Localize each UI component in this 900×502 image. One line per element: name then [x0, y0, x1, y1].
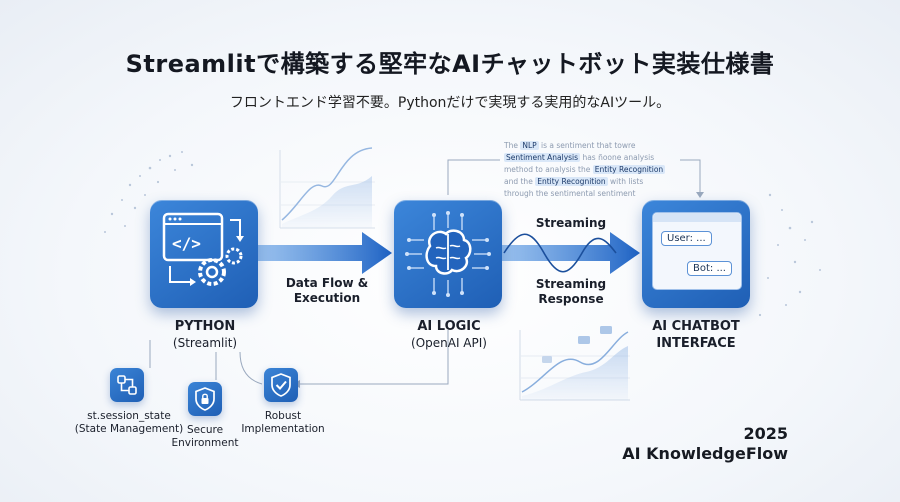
streaming-response-label: Streaming Response: [535, 277, 607, 306]
bot-bubble: Bot: ...: [687, 261, 732, 276]
brain-circuit-icon: [405, 211, 491, 297]
brand-year: 2025: [743, 424, 788, 443]
chat-window-icon: User: ... Bot: ...: [652, 212, 742, 290]
state-management-label: st.session_state (State Management): [74, 410, 184, 435]
background-chart-top: [279, 147, 375, 229]
python-node: </>: [150, 200, 258, 308]
code-gear-icon: </>: [162, 212, 244, 286]
page-subtitle: フロントエンド学習不要。Pythonだけで実現する実用的なAIツール。: [229, 95, 671, 111]
state-management-node: [110, 368, 144, 402]
robust-implementation-label: Robust Implementation: [241, 410, 325, 435]
shield-lock-icon: [195, 387, 215, 411]
state-flow-icon: [117, 375, 137, 395]
document-snippet: The NLP is a sentiment that towre Sentim…: [504, 141, 666, 198]
particle-dots-right: [758, 193, 821, 317]
streaming-label: Streaming: [535, 216, 607, 230]
ai-logic-node: [394, 200, 502, 308]
brand-name: AI KnowledgeFlow: [622, 444, 788, 463]
data-flow-arrow: [258, 232, 392, 274]
robust-implementation-node: [264, 368, 298, 402]
connector-lines: [149, 159, 701, 385]
svg-text:</>: </>: [172, 234, 201, 253]
streaming-arrow: [500, 232, 640, 274]
chatbot-label: AI CHATBOT INTERFACE: [652, 319, 740, 351]
data-flow-label: Data Flow & Execution: [285, 276, 369, 305]
ai-logic-label: AI LOGIC (OpenAI API): [411, 319, 487, 350]
shield-check-icon: [271, 373, 291, 397]
python-label: PYTHON (Streamlit): [172, 319, 238, 350]
secure-environment-label: Secure Environment: [171, 424, 239, 449]
page-title: Streamlitで構築する堅牢なAIチャットボット実装仕様書: [125, 50, 775, 78]
doc-arrowhead: [696, 192, 704, 198]
particle-dots-left: [104, 151, 194, 233]
background-chart-bottom: [519, 326, 630, 401]
secure-environment-node: [188, 382, 222, 416]
user-bubble: User: ...: [661, 231, 712, 246]
